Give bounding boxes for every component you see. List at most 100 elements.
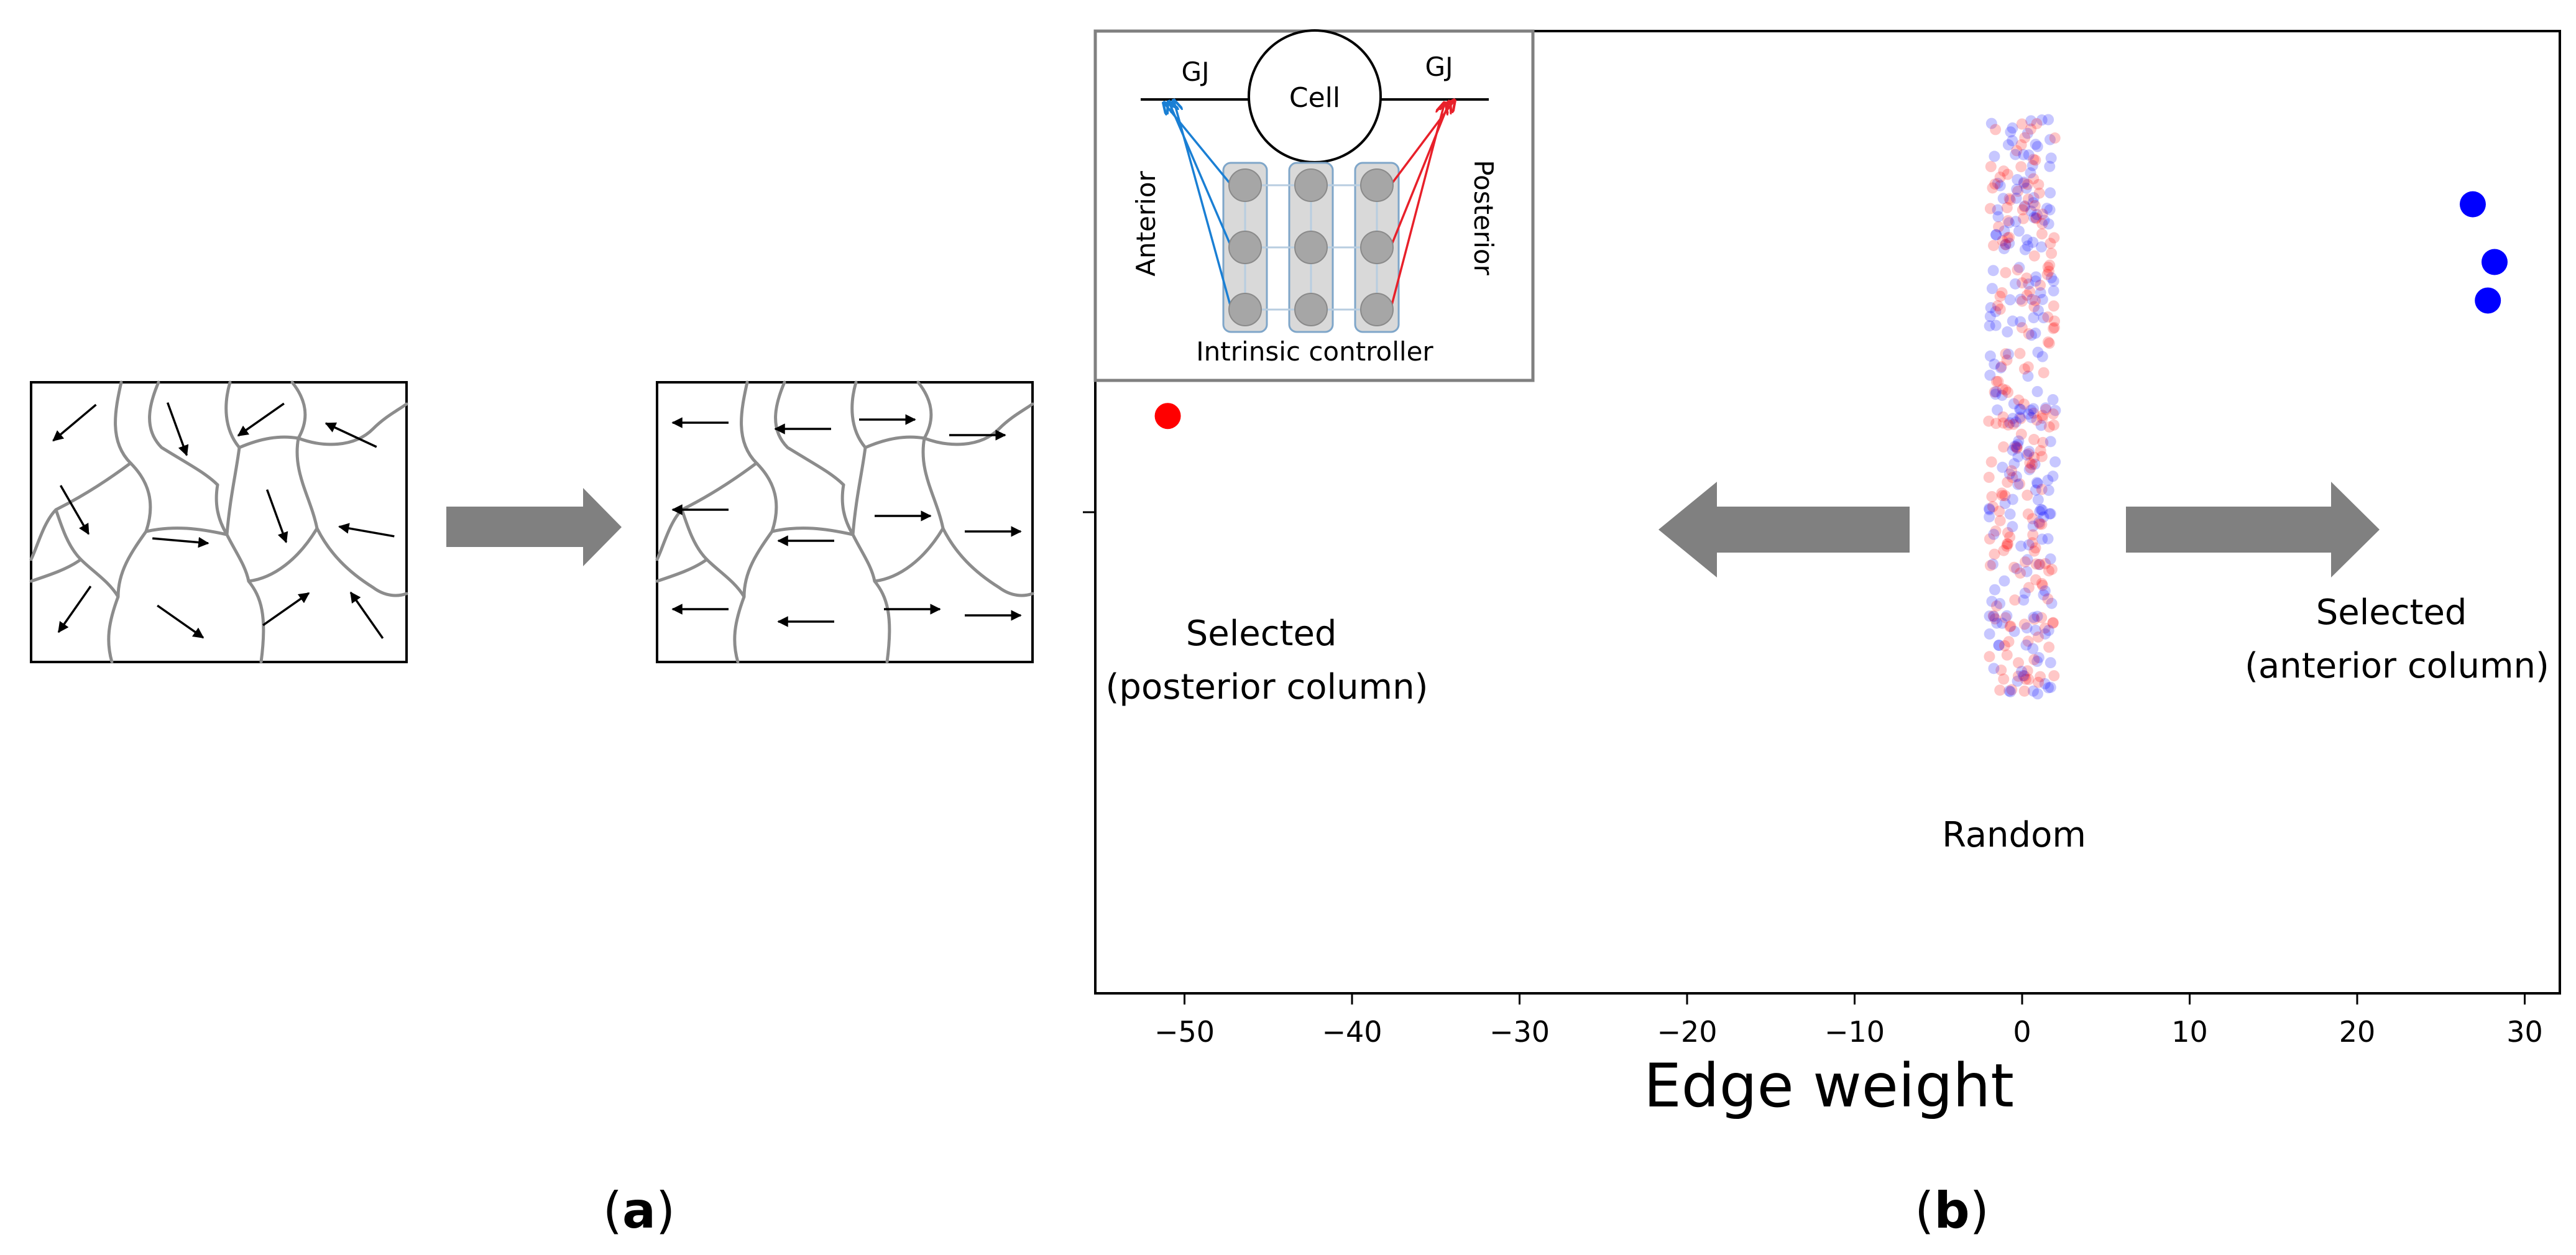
random-point (2037, 436, 2049, 448)
random-point (2044, 160, 2056, 172)
x-tick-label: 30 (2506, 1015, 2543, 1049)
random-point (2010, 216, 2022, 228)
random-point (2036, 228, 2048, 240)
random-point (2002, 168, 2013, 180)
random-point (1994, 290, 2006, 302)
random-point (2042, 336, 2054, 348)
random-point (2036, 533, 2048, 545)
random-point (2023, 278, 2035, 290)
random-point (2048, 300, 2059, 312)
random-point (2018, 178, 2030, 190)
random-point (1990, 306, 2002, 318)
random-point (2025, 115, 2037, 127)
random-point (2007, 315, 2018, 327)
random-point (2044, 204, 2056, 216)
random-point (2040, 558, 2051, 569)
random-point (2019, 132, 2031, 144)
controller-node (1294, 231, 1328, 264)
controller-node (1228, 231, 1262, 264)
random-point (1999, 490, 2011, 502)
inset-controller-diagram: Cell GJ GJ Anterior Posterior Intrinsic … (1093, 29, 1535, 382)
random-point (2030, 212, 2042, 224)
random-point (1990, 388, 2002, 400)
polarity-arrow (324, 422, 377, 448)
random-point (2043, 484, 2054, 496)
random-point (1996, 617, 2008, 629)
polarity-arrow (59, 485, 90, 535)
gj-left-label: GJ (1182, 57, 1210, 87)
random-point (2031, 655, 2043, 667)
random-point (1988, 610, 2000, 622)
random-point (2014, 411, 2026, 423)
random-point (1984, 511, 1995, 523)
random-point (1983, 471, 1995, 483)
random-point (1985, 161, 1997, 173)
x-tick-label: −10 (1824, 1015, 1885, 1049)
random-point (1985, 301, 1997, 313)
random-point (2004, 417, 2016, 429)
random-point (2002, 476, 2013, 488)
random-point (2009, 278, 2021, 290)
random-point (2035, 444, 2046, 456)
polarity-arrow (349, 591, 384, 639)
random-point (2028, 250, 2040, 262)
random-point (2021, 272, 2033, 284)
random-point (2007, 122, 2018, 134)
random-point (1995, 664, 2007, 676)
random-point (2047, 408, 2059, 420)
random-point (2004, 621, 2016, 633)
random-point (1992, 178, 2003, 190)
x-tick-label: −40 (1322, 1015, 1382, 1049)
random-point (2031, 385, 2043, 397)
random-point (2033, 651, 2045, 663)
random-point (2015, 567, 2026, 579)
random-point (2022, 361, 2034, 373)
polarity-arrow (338, 523, 395, 538)
random-point (2041, 203, 2053, 214)
random-point (2012, 451, 2024, 462)
random-point (2001, 610, 2013, 622)
random-point (2043, 641, 2055, 653)
random-point (1990, 386, 2002, 398)
posterior-arrow (1389, 103, 1445, 310)
random-point (2010, 441, 2022, 453)
random-point (2007, 494, 2018, 505)
random-point (2033, 187, 2045, 199)
tissue-random-polarity (29, 380, 408, 664)
random-point (2048, 419, 2059, 431)
random-point (2028, 545, 2040, 557)
random-point (1984, 503, 1995, 515)
random-point (2015, 293, 2026, 305)
random-point (2033, 676, 2045, 688)
controller-node (1360, 168, 1394, 202)
random-point (2026, 513, 2038, 525)
random-point (2028, 312, 2040, 324)
random-point (2036, 451, 2048, 462)
random-point (2013, 394, 2025, 406)
random-point (2036, 114, 2048, 126)
random-point (2000, 239, 2012, 251)
random-point (2036, 579, 2048, 591)
random-point (2007, 472, 2018, 484)
random-point (1991, 617, 2003, 629)
fat-arrow-right-b (2126, 482, 2380, 577)
x-tick-label: −50 (1154, 1015, 1215, 1049)
random-point (2022, 240, 2034, 252)
random-point (2002, 326, 2013, 338)
random-point (2034, 559, 2046, 571)
random-point (2023, 446, 2035, 457)
panel-a-label: (a) (603, 1182, 675, 1239)
annotation-posterior: Selected (posterior column) (1106, 614, 1428, 707)
random-point (2035, 279, 2046, 291)
random-point (1989, 150, 2000, 162)
random-point (2032, 346, 2044, 358)
random-point (1986, 490, 1998, 502)
random-point (2045, 152, 2057, 164)
random-point (2027, 197, 2039, 209)
random-point (1987, 182, 1999, 194)
random-point (2029, 200, 2041, 211)
fat-arrow-right (446, 488, 622, 566)
random-point (2048, 232, 2060, 244)
random-point (1988, 663, 2000, 674)
random-point (2032, 305, 2044, 316)
